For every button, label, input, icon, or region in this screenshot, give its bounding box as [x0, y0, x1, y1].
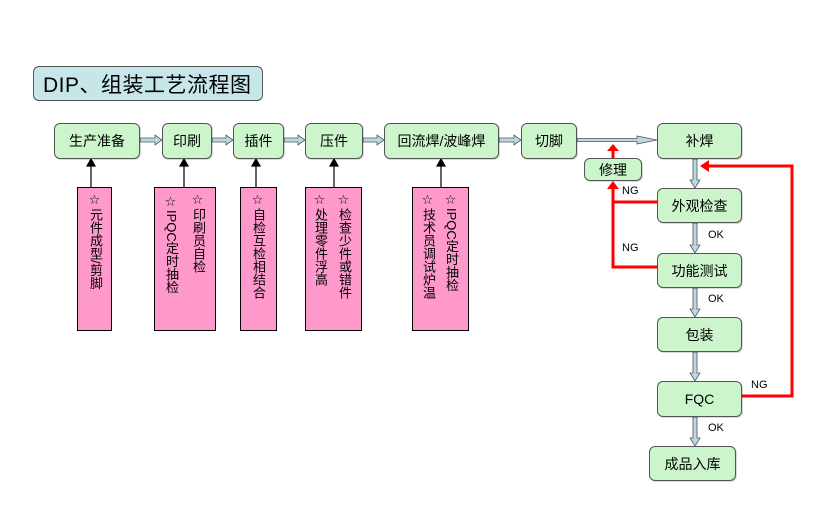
step-label: 功能测试 — [671, 262, 728, 279]
step-pressing[interactable]: 压件 — [305, 123, 363, 159]
note-connector-prep — [85, 157, 97, 187]
note-text: ☆处理零件浮高 — [313, 193, 328, 286]
note-connector-solder — [435, 157, 447, 187]
ng-arrowhead-repair — [607, 181, 619, 189]
diagram-title-text: DIP、组装工艺流程图 — [43, 73, 252, 97]
note-text: ☆检查少件或错件 — [337, 193, 352, 299]
step-label: 切脚 — [535, 133, 563, 149]
step-label: 包装 — [685, 326, 714, 343]
step-label: 压件 — [320, 133, 348, 149]
note-box-insert: ☆自检互检相结合 — [240, 187, 277, 331]
flow-arrow-print-to-insert — [211, 134, 234, 146]
step-function-test[interactable]: 功能测试 — [657, 253, 742, 288]
step-production-prep[interactable]: 生产准备 — [54, 123, 140, 159]
flow-arrow-rework-to-visual — [689, 158, 701, 189]
flow-arrow-prep-to-print — [139, 134, 163, 146]
label-visual-ok: OK — [708, 229, 724, 241]
flow-arrow-visual-to-function — [689, 222, 701, 254]
flow-arrow-function-to-packing — [689, 287, 701, 318]
step-label: 修理 — [599, 161, 627, 178]
ng-line-function-to-repair — [611, 188, 657, 269]
note-box-prep: ☆元件成型/剪脚 — [77, 187, 112, 331]
step-label: 插件 — [244, 133, 273, 149]
note-text: ☆IPQC定时抽检 — [444, 193, 459, 292]
note-text: ☆自检互检相结合 — [251, 193, 266, 299]
note-connector-insert — [250, 157, 262, 187]
step-label: 外观检查 — [671, 197, 728, 214]
ng-arrowhead-rework — [700, 160, 709, 172]
step-lead-trimming[interactable]: 切脚 — [521, 123, 577, 159]
step-label: 生产准备 — [69, 133, 125, 149]
note-connector-press — [328, 157, 340, 187]
step-label: 回流焊/波峰焊 — [397, 133, 486, 149]
flow-arrow-trim-to-rework — [576, 135, 658, 145]
note-box-press: ☆检查少件或错件 ☆处理零件浮高 — [305, 187, 362, 331]
step-repair[interactable]: 修理 — [584, 158, 642, 181]
flow-arrow-press-to-solder — [362, 134, 385, 146]
step-packing[interactable]: 包装 — [657, 317, 742, 352]
step-touch-up-soldering[interactable]: 补焊 — [657, 123, 742, 159]
note-text: ☆技术员调试炉温 — [421, 193, 436, 299]
step-label: FQC — [684, 391, 715, 407]
label-function-ng: NG — [622, 242, 639, 254]
note-text: ☆IPQC定时抽检 — [164, 195, 179, 294]
label-fqc-ng: NG — [751, 379, 768, 391]
flow-arrow-insert-to-press — [283, 134, 306, 146]
step-label: 成品入库 — [664, 455, 721, 472]
note-connector-print — [178, 157, 190, 187]
note-box-print: ☆印刷员自检 ☆IPQC定时抽检 — [154, 187, 216, 331]
flow-arrow-solder-to-trim — [498, 134, 522, 146]
note-text: ☆印刷员自检 — [191, 193, 206, 273]
step-fqc[interactable]: FQC — [657, 381, 742, 417]
label-visual-ng: NG — [622, 185, 639, 197]
step-printing[interactable]: 印刷 — [162, 123, 212, 159]
step-reflow-wave-soldering[interactable]: 回流焊/波峰焊 — [384, 123, 499, 159]
step-warehouse-entry[interactable]: 成品入库 — [649, 446, 736, 481]
flow-arrow-packing-to-fqc — [689, 351, 701, 382]
note-text: ☆元件成型/剪脚 — [88, 193, 103, 290]
note-box-solder: ☆IPQC定时抽检 ☆技术员调试炉温 — [412, 187, 469, 331]
flow-arrow-fqc-to-warehouse — [689, 416, 701, 447]
step-label: 补焊 — [685, 133, 714, 149]
label-fqc-ok: OK — [708, 422, 724, 434]
step-label: 印刷 — [173, 133, 201, 149]
step-visual-inspection[interactable]: 外观检查 — [657, 188, 742, 223]
ng-arrowhead-mainline — [607, 144, 619, 151]
label-function-ok: OK — [708, 293, 724, 305]
step-insertion[interactable]: 插件 — [233, 123, 284, 159]
diagram-title: DIP、组装工艺流程图 — [33, 66, 263, 101]
